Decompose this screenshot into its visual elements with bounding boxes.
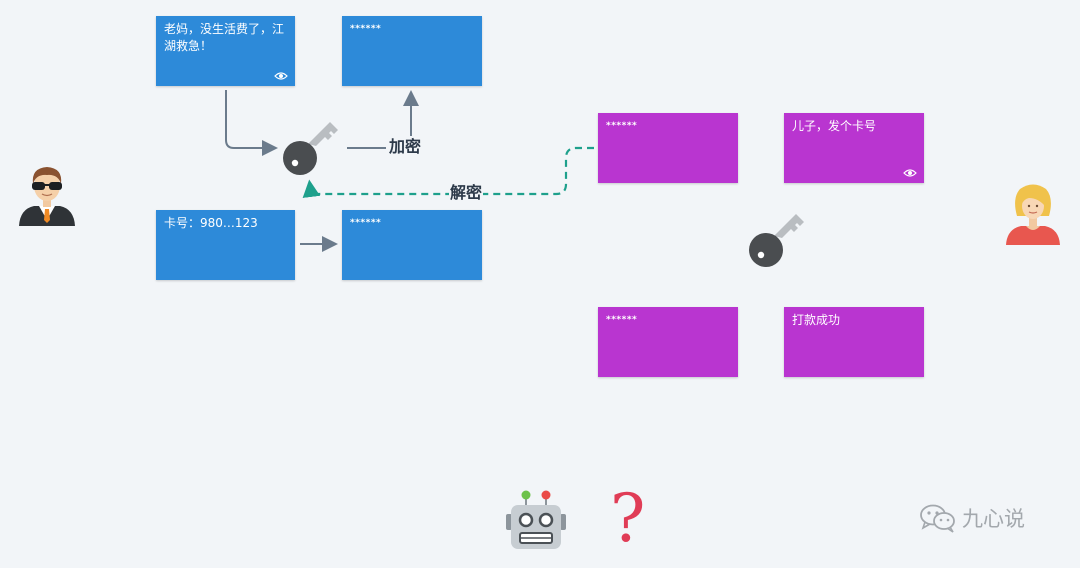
- woman-icon: [1006, 184, 1060, 245]
- plain-reply-text-1: 儿子，发个卡号: [792, 119, 877, 133]
- watermark-text: 九心说: [962, 507, 1025, 531]
- plain-card-number-card: 卡号：980…123: [156, 210, 295, 280]
- encrypted-reply-card-2: ******: [598, 307, 738, 377]
- encrypted-card-number-card: ******: [342, 210, 482, 280]
- eye-icon: [274, 72, 288, 80]
- question-mark: ?: [610, 480, 646, 557]
- key-icon: [749, 214, 804, 267]
- card-number-text: 卡号：980…123: [164, 216, 258, 230]
- encrypted-message-text: ******: [350, 24, 382, 34]
- plain-message-text: 老妈，没生活费了，江湖救急！: [164, 22, 285, 53]
- encrypted-reply-text-2: ******: [606, 315, 638, 325]
- wechat-icon: [920, 504, 955, 533]
- plain-message-card: 老妈，没生活费了，江湖救急！: [156, 16, 295, 86]
- robot-icon: [506, 490, 566, 549]
- arrow-message-to-key: [225, 90, 278, 156]
- encrypt-label: 加密: [388, 137, 423, 157]
- eye-icon: [903, 169, 917, 177]
- encrypted-reply-text-1: ******: [606, 121, 638, 131]
- watermark: 九心说: [918, 503, 1025, 533]
- key-icon: [283, 122, 338, 175]
- encrypted-message-card: ******: [342, 16, 482, 86]
- plain-reply-card-2: 打款成功: [784, 307, 924, 377]
- encrypted-card-number-text: ******: [350, 218, 382, 228]
- encrypted-reply-card-1: ******: [598, 113, 738, 183]
- decrypt-label: 解密: [449, 183, 484, 203]
- man-with-sunglasses-icon: [19, 167, 75, 226]
- decrypt-dashed-path: [302, 146, 594, 199]
- plain-reply-text-2: 打款成功: [792, 313, 841, 327]
- plain-reply-card-1: 儿子，发个卡号: [784, 113, 924, 183]
